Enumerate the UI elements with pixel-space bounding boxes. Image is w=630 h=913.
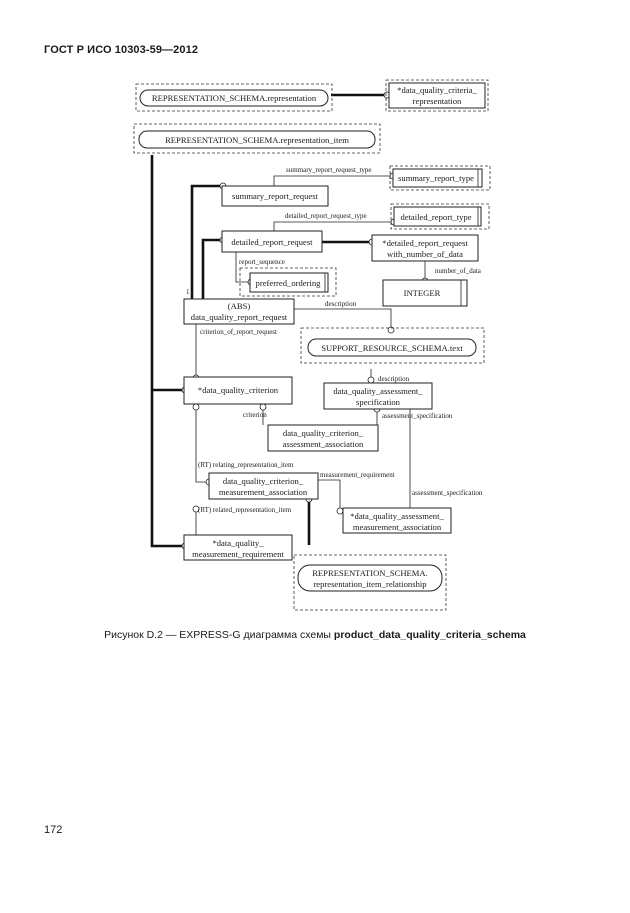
svg-text:data_quality_report_request: data_quality_report_request (191, 312, 288, 322)
svg-text:*data_quality_criterion: *data_quality_criterion (198, 385, 279, 395)
entity-preferred-ordering: preferred_ordering (239, 267, 337, 297)
caption-prefix: Рисунок D.2 — EXPRESS-G диаграмма схемы (104, 629, 334, 641)
svg-text:*data_quality_criteria_: *data_quality_criteria_ (397, 85, 477, 95)
entity-rep-schema-representation-item: REPRESENTATION_SCHEMA.representation_ite… (133, 123, 381, 154)
svg-text:detailed_report_type: detailed_report_type (400, 212, 471, 222)
svg-text:representation_item_relationsh: representation_item_relationship (313, 579, 426, 589)
relationship-labels: summary_report_request_type detailed_rep… (186, 166, 483, 514)
svg-text:detailed_report_request_type: detailed_report_request_type (285, 212, 367, 220)
entity-rep-schema-representation: REPRESENTATION_SCHEMA.representation (135, 83, 333, 112)
svg-text:representation: representation (413, 96, 462, 106)
entity-dq-assessment-measurement-association: *data_quality_assessment_ measurement_as… (342, 507, 452, 534)
svg-text:summary_report_type: summary_report_type (398, 173, 474, 183)
svg-text:number_of_data: number_of_data (435, 267, 482, 275)
svg-text:(RT) related_representation_it: (RT) related_representation_item (198, 506, 292, 514)
svg-text:*data_quality_: *data_quality_ (212, 538, 264, 548)
svg-text:REPRESENTATION_SCHEMA.: REPRESENTATION_SCHEMA. (312, 568, 428, 578)
svg-text:criterion: criterion (243, 411, 267, 419)
entity-dq-criterion: *data_quality_criterion (183, 376, 293, 405)
svg-text:description: description (378, 375, 410, 383)
entity-rep-item-relationship: REPRESENTATION_SCHEMA. representation_it… (293, 554, 447, 611)
figure-caption: Рисунок D.2 — EXPRESS-G диаграмма схемы … (0, 629, 630, 641)
entity-dq-criterion-measurement-association: data_quality_criterion_ measurement_asso… (208, 472, 319, 500)
svg-text:summary_report_request_type: summary_report_request_type (286, 166, 372, 174)
page-number: 172 (44, 824, 63, 836)
svg-text:measurement_association: measurement_association (219, 487, 308, 497)
svg-text:report_sequence: report_sequence (239, 258, 285, 266)
svg-text:measurement_association: measurement_association (353, 522, 442, 532)
entity-dq-criterion-assessment-association: data_quality_criterion_ assessment_assoc… (267, 424, 379, 452)
svg-text:criterion_of_report_request: criterion_of_report_request (200, 328, 277, 336)
entity-summary-report-type: summary_report_type (389, 165, 491, 191)
svg-text:detailed_report_request: detailed_report_request (231, 237, 313, 247)
svg-text:REPRESENTATION_SCHEMA.represen: REPRESENTATION_SCHEMA.representation_ite… (165, 135, 349, 145)
entity-detailed-with-number-of-data: *detailed_report_request with_number_of_… (371, 234, 479, 262)
caption-schema: product_data_quality_criteria_schema (333, 629, 526, 641)
svg-text:preferred_ordering: preferred_ordering (256, 278, 322, 288)
svg-text:measurement_requirement: measurement_requirement (320, 471, 395, 479)
svg-text:assessment_specification: assessment_specification (382, 412, 453, 420)
svg-text:with_number_of_data: with_number_of_data (387, 249, 463, 259)
svg-text:measurement_requirement: measurement_requirement (192, 549, 284, 559)
svg-text:INTEGER: INTEGER (404, 288, 441, 298)
svg-text:(ABS): (ABS) (228, 301, 251, 311)
entity-summary-report-request: summary_report_request (221, 185, 329, 207)
svg-text:*detailed_report_request: *detailed_report_request (382, 238, 468, 248)
entity-integer: INTEGER (382, 279, 468, 307)
page-header: ГОСТ Р ИСО 10303-59—2012 (44, 44, 199, 56)
svg-text:data_quality_criterion_: data_quality_criterion_ (283, 428, 364, 438)
entity-detailed-report-type: detailed_report_type (390, 203, 490, 230)
svg-text:assessment_association: assessment_association (283, 439, 364, 449)
svg-text:SUPPORT_RESOURCE_SCHEMA.text: SUPPORT_RESOURCE_SCHEMA.text (321, 343, 463, 353)
entity-dq-assessment-specification: data_quality_assessment_ specification (323, 382, 433, 410)
svg-text:description: description (325, 300, 357, 308)
svg-text:(RT) relating_representation_i: (RT) relating_representation_item (198, 461, 294, 469)
svg-text:specification: specification (356, 397, 401, 407)
entity-support-resource-text: SUPPORT_RESOURCE_SCHEMA.text (300, 327, 485, 364)
entity-label: REPRESENTATION_SCHEMA.representation (152, 93, 317, 103)
svg-text:data_quality_criterion_: data_quality_criterion_ (223, 476, 304, 486)
svg-text:1: 1 (186, 288, 190, 296)
entity-detailed-report-request: detailed_report_request (221, 230, 323, 253)
connector-lines (150, 91, 429, 550)
svg-text:summary_report_request: summary_report_request (232, 191, 319, 201)
entity-dq-criteria-representation: *data_quality_criteria_ representation (385, 79, 489, 112)
entity-dq-report-request: (ABS) data_quality_report_request (183, 298, 295, 325)
svg-text:data_quality_assessment_: data_quality_assessment_ (333, 386, 423, 396)
svg-text:assessment_specification: assessment_specification (412, 489, 483, 497)
svg-text:*data_quality_assessment_: *data_quality_assessment_ (350, 511, 444, 521)
entity-dq-measurement-requirement: *data_quality_ measurement_requirement (183, 534, 293, 561)
